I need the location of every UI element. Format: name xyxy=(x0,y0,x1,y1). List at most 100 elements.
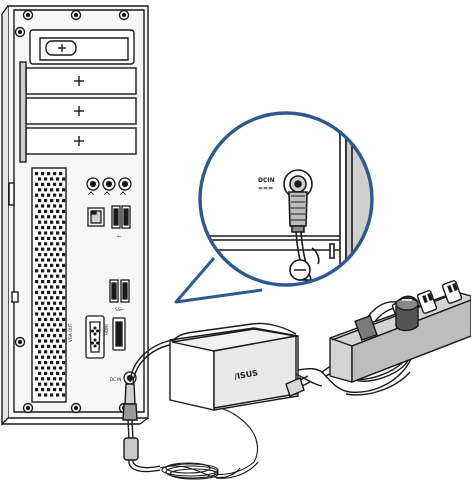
vent-hole xyxy=(56,253,60,257)
vent-hole xyxy=(41,269,45,273)
vent-hole xyxy=(56,285,60,289)
vent-hole xyxy=(62,317,66,321)
vent-hole xyxy=(38,263,42,267)
vent-hole xyxy=(35,323,39,327)
vent-hole xyxy=(47,334,51,338)
vent-hole xyxy=(50,177,54,181)
vent-hole xyxy=(56,393,60,397)
vent-hole xyxy=(62,253,66,257)
vent-hole xyxy=(56,328,60,332)
vent-hole xyxy=(38,177,42,181)
vent-hole xyxy=(56,209,60,213)
vent-hole xyxy=(41,215,45,219)
vent-hole xyxy=(59,344,63,348)
vent-hole xyxy=(41,323,45,327)
hdmi-port xyxy=(112,317,126,351)
vent-hole xyxy=(35,215,39,219)
power-strip xyxy=(329,280,471,384)
vent-hole xyxy=(56,242,60,246)
vent-hole xyxy=(41,301,45,305)
vent-hole xyxy=(44,285,48,289)
vent-hole xyxy=(50,220,54,224)
vent-hole xyxy=(35,344,39,348)
vent-hole xyxy=(56,382,60,386)
usb3-ports xyxy=(109,279,130,303)
vent-hole xyxy=(62,285,66,289)
vent-hole xyxy=(47,312,51,316)
vent-hole xyxy=(35,312,39,316)
vent-hole xyxy=(59,366,63,370)
dcin-symbol: === xyxy=(258,185,273,192)
vent-hole xyxy=(50,209,54,213)
vent-hole xyxy=(44,242,48,246)
vent-hole xyxy=(44,231,48,235)
vent-hole xyxy=(44,177,48,181)
vent-hole xyxy=(41,377,45,381)
vent-hole xyxy=(50,296,54,300)
vent-hole xyxy=(59,247,63,251)
vent-hole xyxy=(53,290,57,294)
zoomed-dc-in-detail xyxy=(200,113,372,285)
vent-hole xyxy=(35,377,39,381)
vent-hole xyxy=(35,226,39,230)
vent-hole xyxy=(50,242,54,246)
vent-hole xyxy=(35,193,39,197)
vent-hole xyxy=(41,344,45,348)
vent-hole xyxy=(59,388,63,392)
vent-hole xyxy=(56,231,60,235)
vent-hole xyxy=(35,247,39,251)
vent-hole xyxy=(38,307,42,311)
vent-hole xyxy=(41,366,45,370)
vent-hole xyxy=(59,290,63,294)
vent-hole xyxy=(59,355,63,359)
vent-hole xyxy=(47,301,51,305)
vent-hole xyxy=(56,361,60,365)
vent-hole xyxy=(44,393,48,397)
vent-hole xyxy=(56,339,60,343)
vent-hole xyxy=(35,204,39,208)
vent-hole xyxy=(62,361,66,365)
vent-hole xyxy=(44,317,48,321)
vent-hole xyxy=(35,280,39,284)
vent-hole xyxy=(44,199,48,203)
vent-hole xyxy=(35,236,39,240)
vent-hole xyxy=(59,280,63,284)
vent-hole xyxy=(62,307,66,311)
vent-hole xyxy=(35,355,39,359)
vent-hole xyxy=(47,290,51,294)
vent-hole xyxy=(47,247,51,251)
vent-hole xyxy=(56,371,60,375)
vent-hole xyxy=(56,220,60,224)
vent-hole xyxy=(38,317,42,321)
vent-hole xyxy=(50,328,54,332)
vent-hole xyxy=(53,344,57,348)
vent-hole xyxy=(44,361,48,365)
vent-hole xyxy=(59,226,63,230)
vent-hole xyxy=(59,312,63,316)
vent-hole xyxy=(38,393,42,397)
dcin-port-label: DCIN xyxy=(258,177,275,184)
vent-hole xyxy=(41,204,45,208)
vent-hole xyxy=(35,301,39,305)
vent-hole xyxy=(38,371,42,375)
audio-jacks xyxy=(86,177,132,196)
vent-hole xyxy=(35,366,39,370)
vent-hole xyxy=(62,274,66,278)
vent-hole xyxy=(35,290,39,294)
vent-hole xyxy=(62,188,66,192)
usb3-label: SS← xyxy=(115,307,125,313)
vent-hole xyxy=(44,328,48,332)
vent-hole xyxy=(47,388,51,392)
vent-hole xyxy=(62,339,66,343)
vent-hole xyxy=(56,263,60,267)
vent-hole xyxy=(62,199,66,203)
vent-hole xyxy=(41,236,45,240)
vent-hole xyxy=(59,236,63,240)
vent-hole xyxy=(56,199,60,203)
vent-hole xyxy=(38,209,42,213)
screw-icon xyxy=(22,9,130,21)
vent-hole xyxy=(50,371,54,375)
vent-hole xyxy=(56,296,60,300)
vent-hole xyxy=(38,361,42,365)
